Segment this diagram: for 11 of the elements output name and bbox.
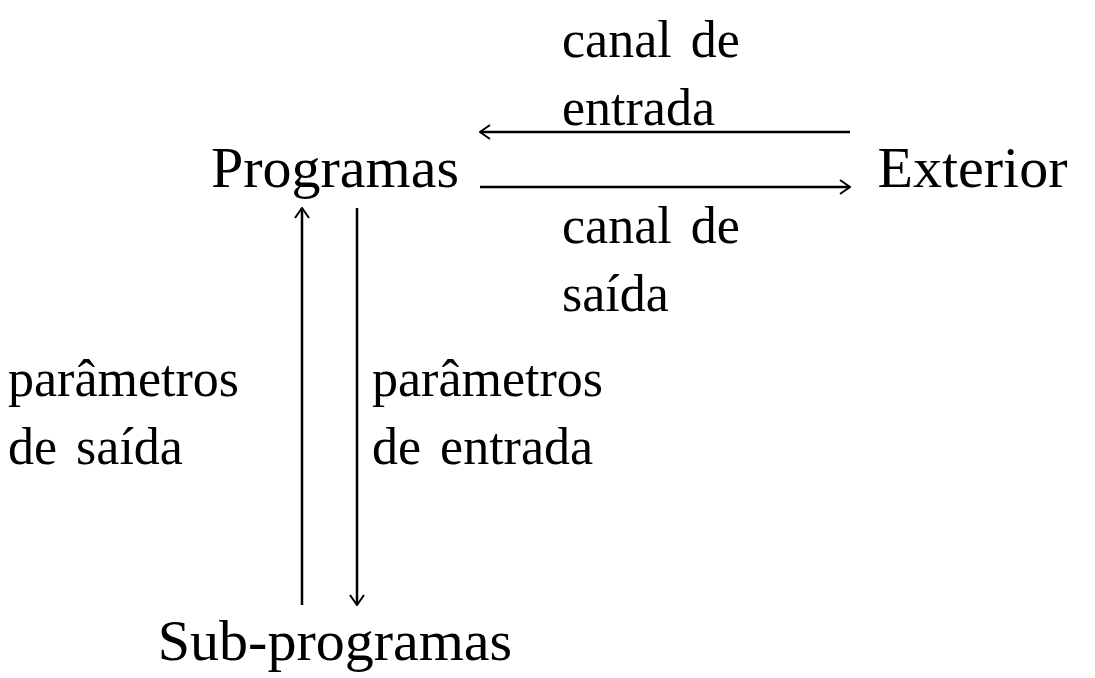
arrow: [479, 124, 850, 140]
edge-label: canal de saída: [562, 196, 741, 324]
node-label: Programas: [210, 139, 460, 197]
arrow: [480, 179, 851, 195]
arrow: [349, 208, 365, 606]
edge-label: parâmetros de saída: [8, 349, 240, 477]
node-label: Sub-programas: [157, 612, 513, 670]
node-label: Exterior: [877, 139, 1068, 197]
arrow: [294, 207, 310, 605]
edge-label: canal de entrada: [562, 10, 741, 138]
edge-label: parâmetros de entrada: [372, 349, 604, 477]
